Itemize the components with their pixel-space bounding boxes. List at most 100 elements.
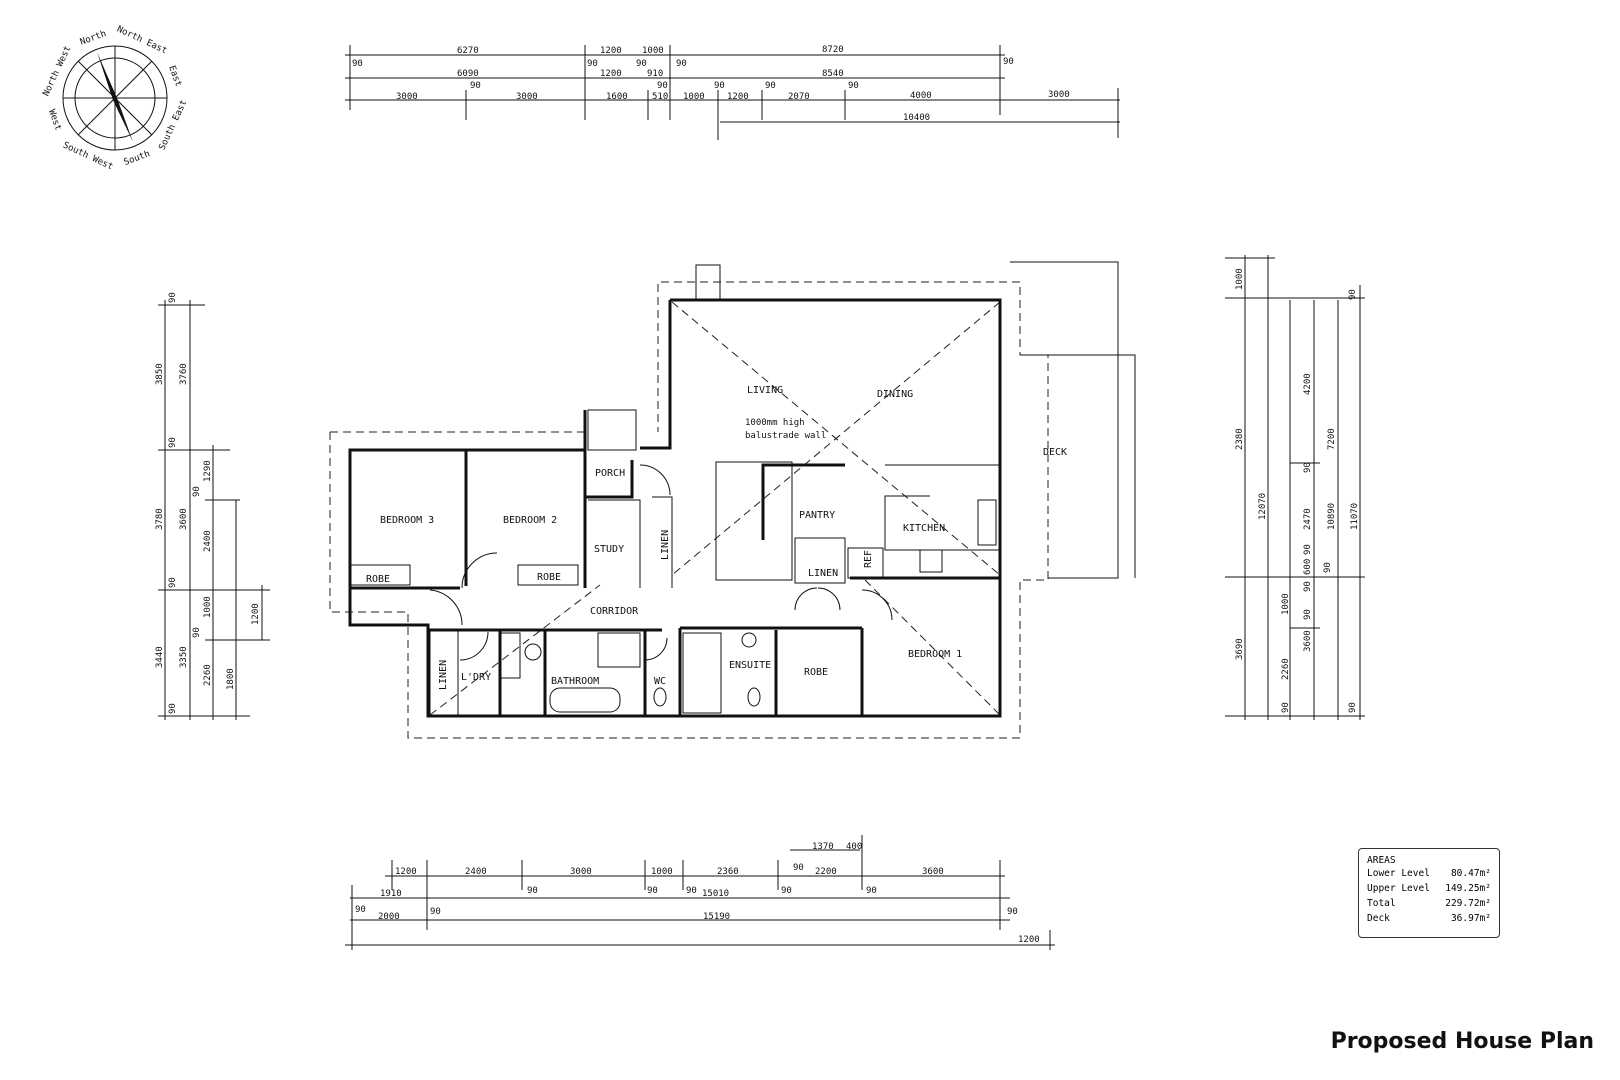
room-kitchen: KITCHEN bbox=[903, 523, 945, 534]
dimension-label: 4200 bbox=[1303, 373, 1313, 395]
left-dimensions: 90 3850 3760 90 1290 3780 3600 90 2400 9… bbox=[155, 292, 270, 720]
dimension-label: 2360 bbox=[717, 867, 739, 877]
cooktop-icon bbox=[919, 549, 943, 573]
dimension-label: 90 bbox=[1003, 57, 1014, 67]
dimension-label: 2200 bbox=[815, 867, 837, 877]
dimension-label: 3600 bbox=[1303, 630, 1313, 652]
dimension-label: 90 bbox=[1348, 289, 1358, 300]
dimension-label: 2470 bbox=[1303, 508, 1313, 530]
dimension-label: 90 bbox=[866, 886, 877, 896]
room-wc: WC bbox=[654, 676, 666, 687]
room-bedroom-3: BEDROOM 3 bbox=[380, 515, 434, 526]
dimension-label: 90 bbox=[1007, 907, 1018, 917]
dimension-label: 6090 bbox=[457, 69, 479, 79]
dimension-label: 3440 bbox=[155, 646, 165, 668]
room-living: LIVING bbox=[747, 385, 783, 396]
dimension-label: 1370 bbox=[812, 842, 834, 852]
stairs-porch bbox=[587, 409, 637, 451]
dimension-label: 2070 bbox=[788, 92, 810, 102]
dimension-label: 90 bbox=[686, 886, 697, 896]
sink-icon bbox=[977, 499, 997, 546]
compass-label-west: West bbox=[46, 108, 63, 132]
dimension-label: 2260 bbox=[203, 664, 213, 686]
dimension-label: 3780 bbox=[155, 508, 165, 530]
dimension-label: 3600 bbox=[922, 867, 944, 877]
dimension-label: 90 bbox=[676, 59, 687, 69]
dimension-label: 90 bbox=[793, 863, 804, 873]
dimension-label: 1000 bbox=[203, 596, 213, 618]
dimension-label: 1200 bbox=[600, 46, 622, 56]
dimension-label: 6270 bbox=[457, 46, 479, 56]
dimension-label: 3000 bbox=[396, 92, 418, 102]
room-pantry: PANTRY bbox=[799, 510, 835, 521]
dimension-label: 600 bbox=[1303, 559, 1313, 575]
basin-icon bbox=[741, 632, 757, 648]
dimension-label: 2380 bbox=[1235, 428, 1245, 450]
dimension-label: 7200 bbox=[1327, 428, 1337, 450]
toilet-icon bbox=[653, 687, 667, 707]
dimension-label: 400 bbox=[846, 842, 862, 852]
dimension-label: 90 bbox=[587, 59, 598, 69]
dimension-label: 90 bbox=[1303, 544, 1313, 555]
dimension-label: 90 bbox=[192, 627, 202, 638]
walls bbox=[348, 264, 1002, 718]
dimension-label: 90 bbox=[657, 81, 668, 91]
shower-icon bbox=[682, 632, 722, 714]
dimension-label: 3000 bbox=[1048, 90, 1070, 100]
dimension-label: 90 bbox=[430, 907, 441, 917]
door-swing bbox=[461, 552, 498, 589]
dimension-label: 3690 bbox=[1235, 638, 1245, 660]
dimension-label: 1200 bbox=[727, 92, 749, 102]
room-labels: LIVING DINING DECK KITCHEN PANTRY REF LI… bbox=[366, 385, 1067, 690]
room-ensuite: ENSUITE bbox=[729, 660, 771, 671]
dimension-label: 10890 bbox=[1327, 503, 1337, 530]
dimension-label: 1000 bbox=[651, 867, 673, 877]
dimension-label: 2400 bbox=[203, 530, 213, 552]
dimension-label: 2260 bbox=[1281, 658, 1291, 680]
dimension-label: 15190 bbox=[703, 912, 730, 922]
dimension-label: 90 bbox=[636, 59, 647, 69]
dimension-label: 1910 bbox=[380, 889, 402, 899]
dimension-label: 90 bbox=[192, 486, 202, 497]
compass-label-south: South bbox=[123, 149, 152, 168]
dimension-label: 2000 bbox=[378, 912, 400, 922]
compass-label-east: East bbox=[166, 64, 183, 88]
dimension-label: 8720 bbox=[822, 45, 844, 55]
dimension-label: 1000 bbox=[1235, 268, 1245, 290]
right-dimensions: 1000 90 2380 4200 7200 12070 2470 90 108… bbox=[1225, 255, 1365, 720]
dimension-label: 3000 bbox=[516, 92, 538, 102]
room-robe-3: ROBE bbox=[366, 574, 390, 585]
dimension-label: 90 bbox=[168, 437, 178, 448]
dimension-label: 90 bbox=[168, 577, 178, 588]
dimension-label: 90 bbox=[647, 886, 658, 896]
stairs-top bbox=[695, 264, 721, 302]
areas-title: AREAS bbox=[1367, 855, 1396, 866]
room-robe-2: ROBE bbox=[537, 572, 561, 583]
dimension-label: 90 bbox=[470, 81, 481, 91]
dimension-label: 90 bbox=[781, 886, 792, 896]
dimension-label: 8540 bbox=[822, 69, 844, 79]
dimension-label: 90 bbox=[1303, 462, 1313, 473]
dimension-label: 90 bbox=[355, 905, 366, 915]
dimension-label: 1200 bbox=[251, 603, 261, 625]
room-deck: DECK bbox=[1043, 447, 1067, 458]
plan-caption: Proposed House Plan bbox=[1330, 1029, 1594, 1054]
dimension-label: 510 bbox=[652, 92, 668, 102]
dimension-label: 90 bbox=[1323, 562, 1333, 573]
dimension-label: 3760 bbox=[179, 363, 189, 385]
dimension-label: 1600 bbox=[606, 92, 628, 102]
dimension-label: 90 bbox=[1281, 702, 1291, 713]
room-bedroom-2: BEDROOM 2 bbox=[503, 515, 557, 526]
dimension-label: 90 bbox=[168, 703, 178, 714]
dimension-label: 3850 bbox=[155, 363, 165, 385]
balustrade-note-2: balustrade wall bbox=[745, 431, 826, 441]
basin-icon bbox=[524, 643, 542, 661]
dimension-label: 3000 bbox=[570, 867, 592, 877]
dimension-label: 90 bbox=[527, 886, 538, 896]
dimension-label: 90 bbox=[352, 59, 363, 69]
